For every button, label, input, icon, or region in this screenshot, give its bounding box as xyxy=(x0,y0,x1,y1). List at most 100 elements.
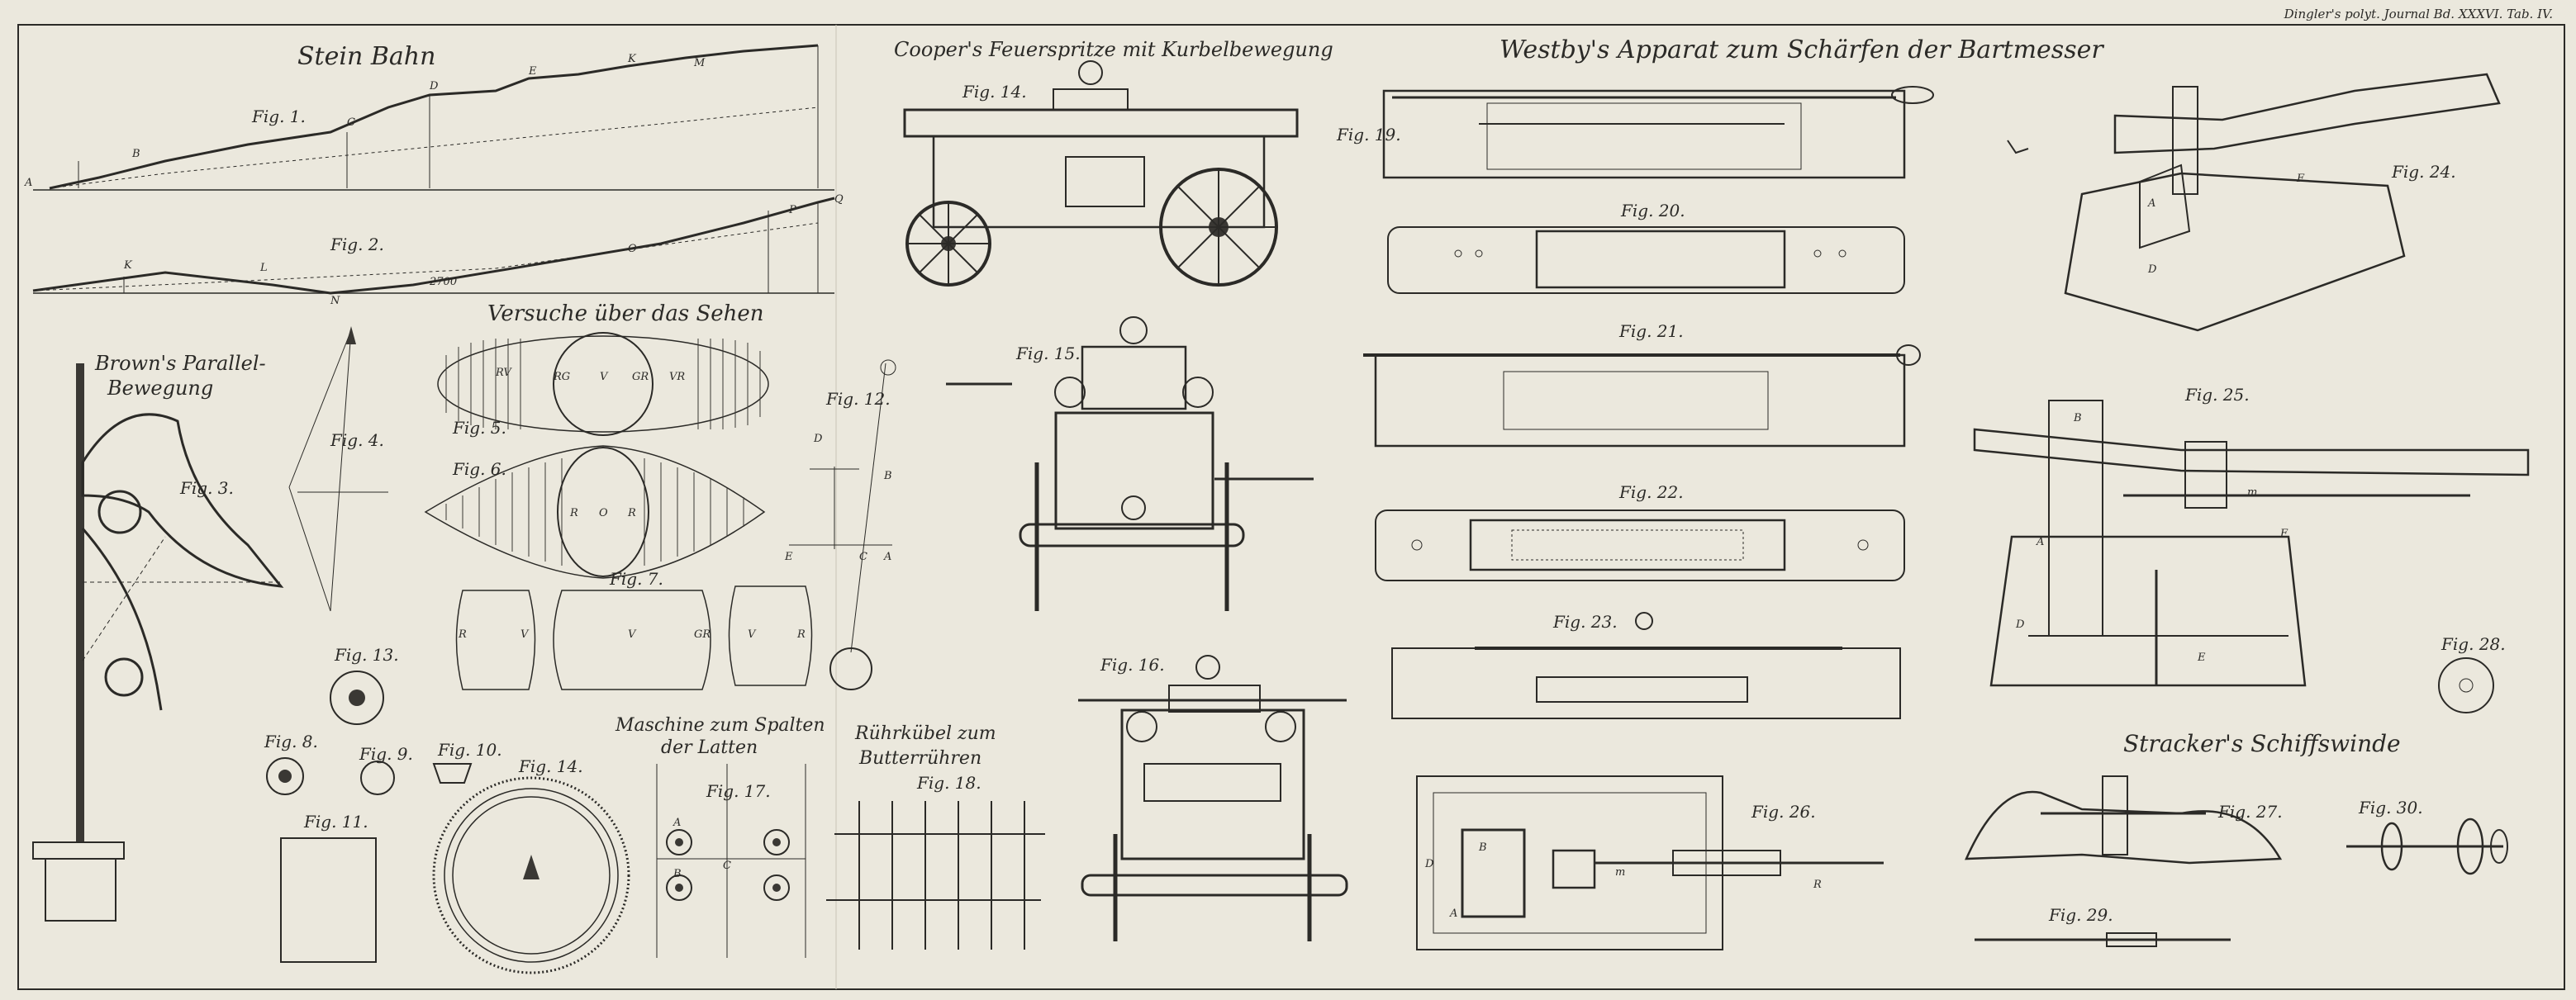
fig25-label-b: B xyxy=(2073,412,2082,424)
fig12-pendulum: D B E C A xyxy=(784,359,896,690)
fig2-label-k: K xyxy=(123,259,133,272)
fig1-label-b: B xyxy=(131,148,140,160)
fig5-band-1: RV xyxy=(495,367,512,379)
title-browns-line1: Brown's Parallel- xyxy=(94,352,266,375)
fig19-apparatus xyxy=(1382,86,1934,179)
fig7-label-r: R xyxy=(458,628,467,641)
fig1-railway-profile: A B C D E K M xyxy=(24,44,834,191)
title-maschine-line2: der Latten xyxy=(661,737,758,758)
fig18-caption: Fig. 18. xyxy=(916,773,981,793)
fig12-caption: Fig. 12. xyxy=(825,389,891,409)
fig2-railway-profile: K L N O P Q 2700 xyxy=(32,193,844,307)
fig5-band-2: RG xyxy=(553,371,570,383)
fig26-label-m: m xyxy=(1615,866,1625,879)
fig17-machine: A B C xyxy=(656,764,806,958)
fig26-caption: Fig. 26. xyxy=(1751,802,1816,822)
fig4-diagram xyxy=(288,326,388,612)
fig15-fire-engine-front xyxy=(946,316,1314,611)
fig14-caption: Fig. 14. xyxy=(962,82,1027,102)
fig8-disc xyxy=(266,757,304,795)
fig1-label-c: C xyxy=(347,116,355,129)
fig28-caption: Fig. 28. xyxy=(2441,634,2506,654)
fig4-caption: Fig. 4. xyxy=(330,430,384,450)
fig25-label-m: m xyxy=(2247,486,2257,499)
fig22-caption: Fig. 22. xyxy=(1618,482,1684,502)
fig20-caption: Fig. 20. xyxy=(1620,201,1685,220)
fig12-label-b: B xyxy=(883,470,892,482)
fig5-band-4: GR xyxy=(632,371,649,383)
fig5-band-5: VR xyxy=(669,371,685,383)
fig30-winch-axle xyxy=(2346,818,2508,875)
fig2-label-p: P xyxy=(788,204,796,216)
fig7-barrels: R V V GR V R xyxy=(455,585,813,690)
fig26-label-r: R xyxy=(1813,879,1822,891)
fig6-caption: Fig. 6. xyxy=(452,459,506,479)
plate-header: Dingler's polyt. Journal Bd. XXXVI. Tab.… xyxy=(2284,7,2553,21)
fig11-frame xyxy=(280,837,377,963)
fig6-label-o: O xyxy=(599,507,608,519)
fig14-fire-engine-side xyxy=(903,60,1299,287)
fig12-label-c: C xyxy=(859,551,867,563)
fig21-caption: Fig. 21. xyxy=(1618,321,1684,341)
fig1-label-a: A xyxy=(24,177,32,189)
fig26-label-a: A xyxy=(1449,908,1457,920)
fig13-disc xyxy=(330,671,384,725)
fig5-caption: Fig. 5. xyxy=(452,418,506,438)
fig25-label-d: D xyxy=(2015,618,2025,631)
fig25-label-f: F xyxy=(2279,528,2288,540)
fig2-label-o: O xyxy=(628,243,637,255)
fig21-apparatus xyxy=(1363,344,1921,448)
fig10-shape xyxy=(432,763,473,784)
title-cooper: Cooper's Feuerspritze mit Kurbelbewegung xyxy=(894,38,1333,61)
fig24-caption: Fig. 24. xyxy=(2391,162,2456,182)
fig5-lens-bands: RV RG V GR VR xyxy=(437,332,769,436)
fig12-label-d: D xyxy=(813,433,823,445)
fig19-caption: Fig. 19. xyxy=(1336,125,1401,145)
fig1-label-e: E xyxy=(528,65,537,78)
title-browns-line2: Bewegung xyxy=(107,377,213,400)
fig2-label-n: N xyxy=(330,295,340,307)
fig3-parallel-motion xyxy=(32,363,284,922)
fig22-strop xyxy=(1375,509,1905,581)
fig1-label-d: D xyxy=(429,80,439,92)
fig28-disc xyxy=(2438,657,2494,713)
fig6-label-r2: R xyxy=(627,507,636,519)
fig14-rings xyxy=(432,776,630,974)
fig23-apparatus xyxy=(1391,612,1901,719)
fig10-caption: Fig. 10. xyxy=(437,740,502,760)
fig24-label-f: F xyxy=(2296,173,2305,185)
title-maschine-line1: Maschine zum Spalten xyxy=(615,715,825,736)
fig25-caption: Fig. 25. xyxy=(2184,385,2250,405)
fig26-clamp: D B m R A xyxy=(1416,775,1884,950)
fig26-label-d: D xyxy=(1424,858,1434,870)
fig20-strop xyxy=(1387,226,1905,294)
fig29-caption: Fig. 29. xyxy=(2048,905,2113,925)
fig2-caption: Fig. 2. xyxy=(330,235,384,254)
fig25-razor-machine: A B D E F m xyxy=(1973,400,2530,687)
fig24-label-d: D xyxy=(2147,263,2157,276)
fig15-caption: Fig. 15. xyxy=(1015,344,1081,363)
fig14-left-caption: Fig. 14. xyxy=(518,756,583,776)
fig17-label-b: B xyxy=(673,868,682,880)
title-versuche: Versuche über das Sehen xyxy=(487,301,764,326)
fig11-caption: Fig. 11. xyxy=(303,812,368,832)
fig16-caption: Fig. 16. xyxy=(1100,655,1165,675)
fig30-caption: Fig. 30. xyxy=(2358,798,2423,818)
fig6-spindle: R O R xyxy=(424,445,766,579)
fig27-winch xyxy=(1965,775,2283,865)
fig2-label-q: Q xyxy=(834,193,844,206)
fig5-band-3: V xyxy=(600,371,609,383)
fig2-length-label: 2700 xyxy=(429,276,457,288)
fig29-rod xyxy=(1975,932,2231,947)
fig12-label-e: E xyxy=(784,551,793,563)
fig13-caption: Fig. 13. xyxy=(334,645,399,665)
title-stracker: Stracker's Schiffswinde xyxy=(2123,730,2401,757)
fig3-caption: Fig. 3. xyxy=(179,478,234,498)
fig12-label-a: A xyxy=(883,551,891,563)
fig9-disc xyxy=(360,761,395,795)
fig26-label-b: B xyxy=(1478,841,1487,854)
title-ruehr-line2: Butterrühren xyxy=(858,748,981,769)
fig24-razor-machine: A D F xyxy=(2007,73,2501,332)
